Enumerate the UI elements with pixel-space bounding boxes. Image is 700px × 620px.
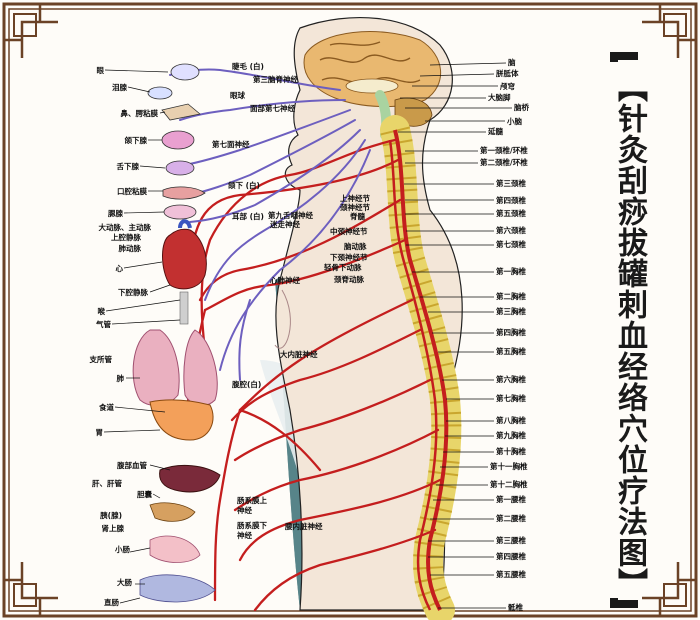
- label-bronchus: 支所管: [89, 355, 113, 364]
- label-lacrimal: 泪腺: [112, 83, 127, 92]
- label-small-intestine: 小肠: [115, 545, 130, 554]
- label-medulla: 延髓: [488, 127, 503, 136]
- label-t1: 第一胸椎: [496, 267, 526, 276]
- label-ear-white: 耳部 (白): [232, 212, 264, 221]
- label-sublingual: 舌下腺: [116, 162, 140, 171]
- label-n9: 第九舌咽神经: [268, 211, 313, 220]
- label-large-intestine: 大肠: [117, 578, 132, 587]
- label-t5: 第五胸椎: [496, 347, 526, 356]
- label-t2: 第二胸椎: [496, 292, 526, 301]
- label-spinal-cord: 脊髓: [350, 212, 365, 221]
- eye-organ: [170, 63, 200, 81]
- label-t8: 第八胸椎: [496, 416, 526, 425]
- label-inf-ganglion: 下颈神经节: [330, 253, 368, 262]
- label-throat: 喉: [97, 307, 106, 316]
- label-nose-palate: 鼻、腭粘膜: [120, 109, 159, 118]
- label-lumbar-visceral: 腰内脏神经: [285, 522, 323, 531]
- label-ciliary: 睫毛 (白): [232, 62, 264, 71]
- label-t9: 第九胸椎: [496, 431, 526, 440]
- label-c1: 第一颈椎/环椎: [480, 146, 528, 155]
- label-rectum: 直肠: [104, 598, 119, 607]
- label-corpus-callosum: 胼胝体: [496, 69, 519, 78]
- left-lung: [132, 329, 180, 406]
- label-submandibular-white: 颌下 (白): [228, 181, 260, 190]
- label-t4: 第四胸椎: [496, 328, 526, 337]
- stomach-organ: [149, 399, 214, 441]
- label-t11: 第十一胸椎: [490, 462, 528, 471]
- label-trachea: 气管: [96, 320, 111, 329]
- label-pulmonary-artery: 肺动脉: [118, 244, 142, 253]
- label-n7: 第七面神经: [212, 140, 250, 149]
- label-eyeball: 眼球: [230, 91, 245, 100]
- label-aorta: 大动脉、主动脉: [98, 223, 152, 232]
- vertebra-leaders: [404, 150, 506, 609]
- label-ganglion2: 轻骨下动脉: [324, 263, 362, 272]
- label-l2: 第二腰椎: [496, 514, 526, 523]
- label-cardiopulmonary: 心肺神经: [270, 276, 300, 285]
- label-l5: 第五腰椎: [496, 570, 526, 579]
- title-brackets: [610, 52, 638, 608]
- title-panel: 【针灸刮痧拔罐刺血经络穴位疗法图】: [606, 52, 647, 612]
- label-cervical-ganglion: 颈神经节: [340, 203, 370, 212]
- label-c4: 第四颈椎: [496, 196, 526, 205]
- label-adrenal: 肾上腺: [101, 524, 125, 533]
- label-liver: 肝、肝管: [92, 479, 122, 488]
- label-esophagus: 食道: [99, 403, 114, 412]
- label-c6: 第六颈椎: [496, 226, 526, 235]
- label-cerebellum: 小脑: [507, 117, 522, 126]
- brain: [303, 31, 441, 140]
- label-stomach: 胃: [95, 428, 104, 437]
- label-lung: 肺: [116, 374, 125, 383]
- label-mesenteric-sup: 肠系膜上神经: [237, 496, 267, 515]
- label-sacrum: 骶椎: [508, 603, 523, 612]
- label-brain: 脑: [508, 58, 516, 67]
- label-sup-ganglion: 上神经节: [340, 194, 370, 203]
- label-pons: 脑桥: [514, 103, 529, 112]
- label-t7: 第七胸椎: [496, 394, 526, 403]
- nerve-network: [169, 68, 442, 612]
- label-c3: 第三颈椎: [496, 179, 526, 188]
- label-ciliary-n3: 第三脑脊神经: [253, 75, 298, 84]
- label-svc: 上腔静脉: [111, 233, 141, 242]
- label-ganglion3: 颈脊动脉: [334, 275, 364, 284]
- label-t10: 第十胸椎: [496, 447, 526, 456]
- right-lung: [183, 329, 218, 406]
- label-mesenteric-inf: 肠系膜下神经: [237, 521, 267, 540]
- label-l1: 第一腰椎: [496, 495, 526, 504]
- leader-lines: [103, 62, 512, 609]
- organs: [132, 63, 221, 603]
- label-submandibular: 颌下腺: [124, 136, 148, 145]
- label-c2: 第二颈椎/环椎: [480, 158, 528, 167]
- label-c7: 第七颈椎: [496, 240, 526, 249]
- liver-organ: [159, 465, 221, 493]
- heart-organ: [162, 228, 207, 290]
- label-mid-ganglion: 中颈神经节: [330, 227, 368, 236]
- label-oral-mucosa: 口腔粘膜: [117, 187, 147, 196]
- label-t6: 第六胸椎: [496, 375, 526, 384]
- label-celiac: 腹腔(白): [232, 380, 262, 389]
- label-parotid: 腮腺: [108, 209, 123, 218]
- page-title: 【针灸刮痧拔罐刺血经络穴位疗法图】: [612, 72, 647, 599]
- label-ivc: 下腔静脉: [118, 288, 148, 297]
- label-cerebral-peduncle: 大脑脚: [488, 93, 511, 102]
- label-fornix: 颅穹: [500, 82, 515, 91]
- label-l4: 第四腰椎: [496, 552, 526, 561]
- label-eye: 眼: [96, 66, 105, 75]
- label-vagus: 迷走神经: [270, 220, 300, 229]
- label-ganglion1: 脑动脉: [344, 242, 367, 251]
- label-abdominal-vessel: 腹部血管: [117, 461, 147, 470]
- label-t3: 第三胸椎: [496, 307, 526, 316]
- label-t12: 第十二胸椎: [490, 480, 528, 489]
- label-heart: 心: [115, 264, 124, 273]
- label-pancreas: 胰(腺): [100, 511, 122, 520]
- spine: [380, 115, 462, 620]
- label-l3: 第三腰椎: [496, 536, 526, 545]
- label-gallbladder: 胆囊: [137, 490, 152, 499]
- label-c5: 第五颈椎: [496, 209, 526, 218]
- label-visceral-major: 大内脏神经: [280, 350, 318, 359]
- label-facial-n7: 面部第七神经: [250, 104, 295, 113]
